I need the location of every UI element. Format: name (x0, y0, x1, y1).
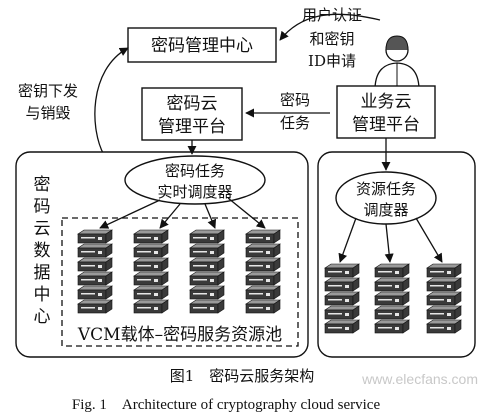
crypto-scheduler-label-1: 密码任务 (165, 162, 225, 180)
key-distribution-label-1: 密钥下发 (18, 82, 78, 100)
crypto-platform-box (141, 87, 243, 141)
svg-text:据: 据 (34, 263, 51, 283)
svg-text:心: 心 (34, 307, 51, 327)
business-platform-label-2: 管理平台 (352, 115, 420, 135)
server-rack-icon (324, 263, 360, 334)
resource-scheduler-label-1: 资源任务 (356, 180, 416, 198)
scheduler-to-racks-arrows (99, 197, 266, 229)
svg-text:码: 码 (34, 197, 51, 217)
user-to-center-arrow (279, 13, 381, 41)
crypto-platform-label-2: 管理平台 (158, 117, 226, 137)
task-label-1: 密码 (280, 91, 310, 109)
resource-to-racks-arrows (338, 217, 443, 263)
user-request-label-2: 和密钥 (309, 30, 354, 48)
crypto-platform-label-1: 密码云 (167, 94, 218, 114)
crypto-scheduler-label-2: 实时调度器 (157, 183, 232, 201)
figure-caption-cn: 图1 密码云服务架构 (170, 367, 315, 385)
resource-pool-boundary (61, 217, 299, 347)
server-rack-icon (374, 263, 410, 334)
watermark: www.elecfans.com (361, 371, 478, 387)
user-icon (374, 35, 420, 89)
resource-scheduler-label-2: 调度器 (363, 201, 408, 219)
datacenter-vertical-label: 密 码 云 数 据 中 心 (34, 175, 51, 327)
svg-text:密: 密 (34, 175, 51, 195)
user-request-label-3: ID申请 (308, 52, 356, 70)
key-management-center-box (127, 27, 277, 63)
resource-pool-label: VCM载体–密码服务资源池 (77, 325, 282, 345)
svg-text:中: 中 (34, 285, 51, 305)
key-distribution-label-2: 与销毁 (25, 104, 70, 122)
figure-caption-en: Fig. 1 Architecture of cryptography clou… (72, 397, 381, 413)
svg-text:云: 云 (34, 219, 51, 239)
task-label-2: 任务 (280, 114, 310, 132)
svg-text:数: 数 (34, 241, 51, 261)
key-management-center-label: 密码管理中心 (151, 36, 253, 56)
server-rack-icon (426, 263, 462, 334)
business-platform-label-1: 业务云 (361, 92, 412, 112)
crypto-scheduler-ellipse (124, 155, 266, 205)
